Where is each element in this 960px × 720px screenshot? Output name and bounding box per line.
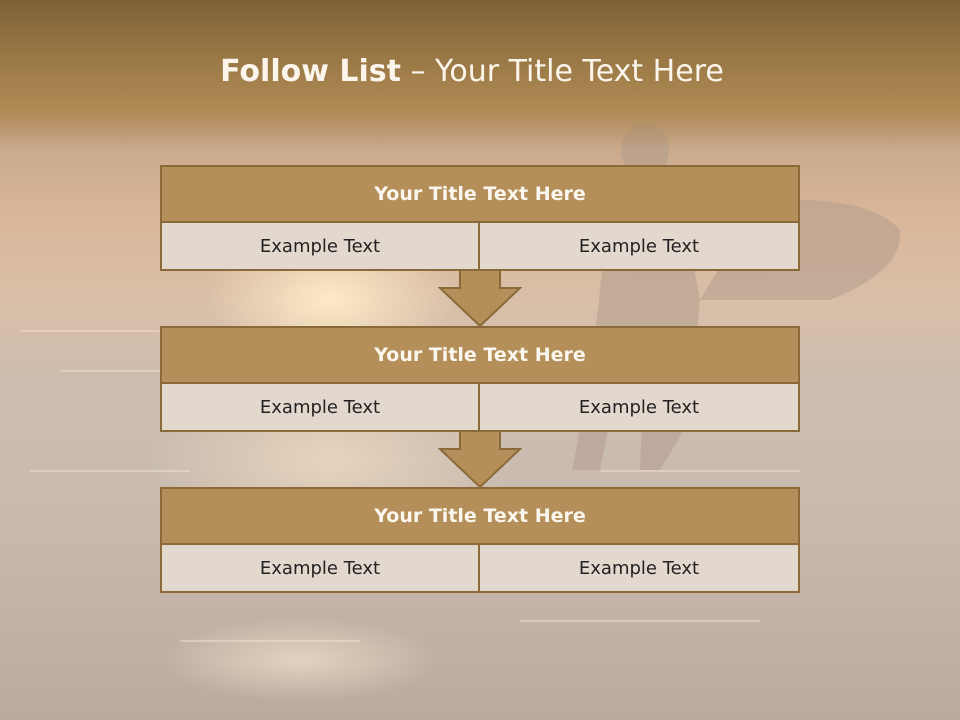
step-row: Example Text Example Text <box>160 221 800 271</box>
wave-highlight <box>20 330 160 332</box>
header-band <box>0 0 960 150</box>
step-cell-left: Example Text <box>160 382 480 432</box>
step-cell-right: Example Text <box>478 221 800 271</box>
step-title: Your Title Text Here <box>160 165 800 223</box>
step-box-3: Your Title Text Here Example Text Exampl… <box>160 487 800 593</box>
step-cell-right: Example Text <box>478 382 800 432</box>
down-arrow-icon <box>438 430 522 489</box>
step-cell-right: Example Text <box>478 543 800 593</box>
slide-title: Follow List – Your Title Text Here <box>0 54 944 89</box>
step-row: Example Text Example Text <box>160 382 800 432</box>
step-box-2: Your Title Text Here Example Text Exampl… <box>160 326 800 432</box>
wave-highlight <box>180 640 360 642</box>
step-cell-left: Example Text <box>160 543 480 593</box>
step-row: Example Text Example Text <box>160 543 800 593</box>
step-box-1: Your Title Text Here Example Text Exampl… <box>160 165 800 271</box>
wave-highlight <box>30 470 190 472</box>
step-title: Your Title Text Here <box>160 487 800 545</box>
wave-highlight <box>520 620 760 622</box>
step-cell-left: Example Text <box>160 221 480 271</box>
slide-title-rest: – Your Title Text Here <box>400 54 724 89</box>
slide-title-bold: Follow List <box>220 54 401 89</box>
wave-highlight <box>600 470 800 472</box>
down-arrow-icon <box>438 269 522 328</box>
step-title: Your Title Text Here <box>160 326 800 384</box>
